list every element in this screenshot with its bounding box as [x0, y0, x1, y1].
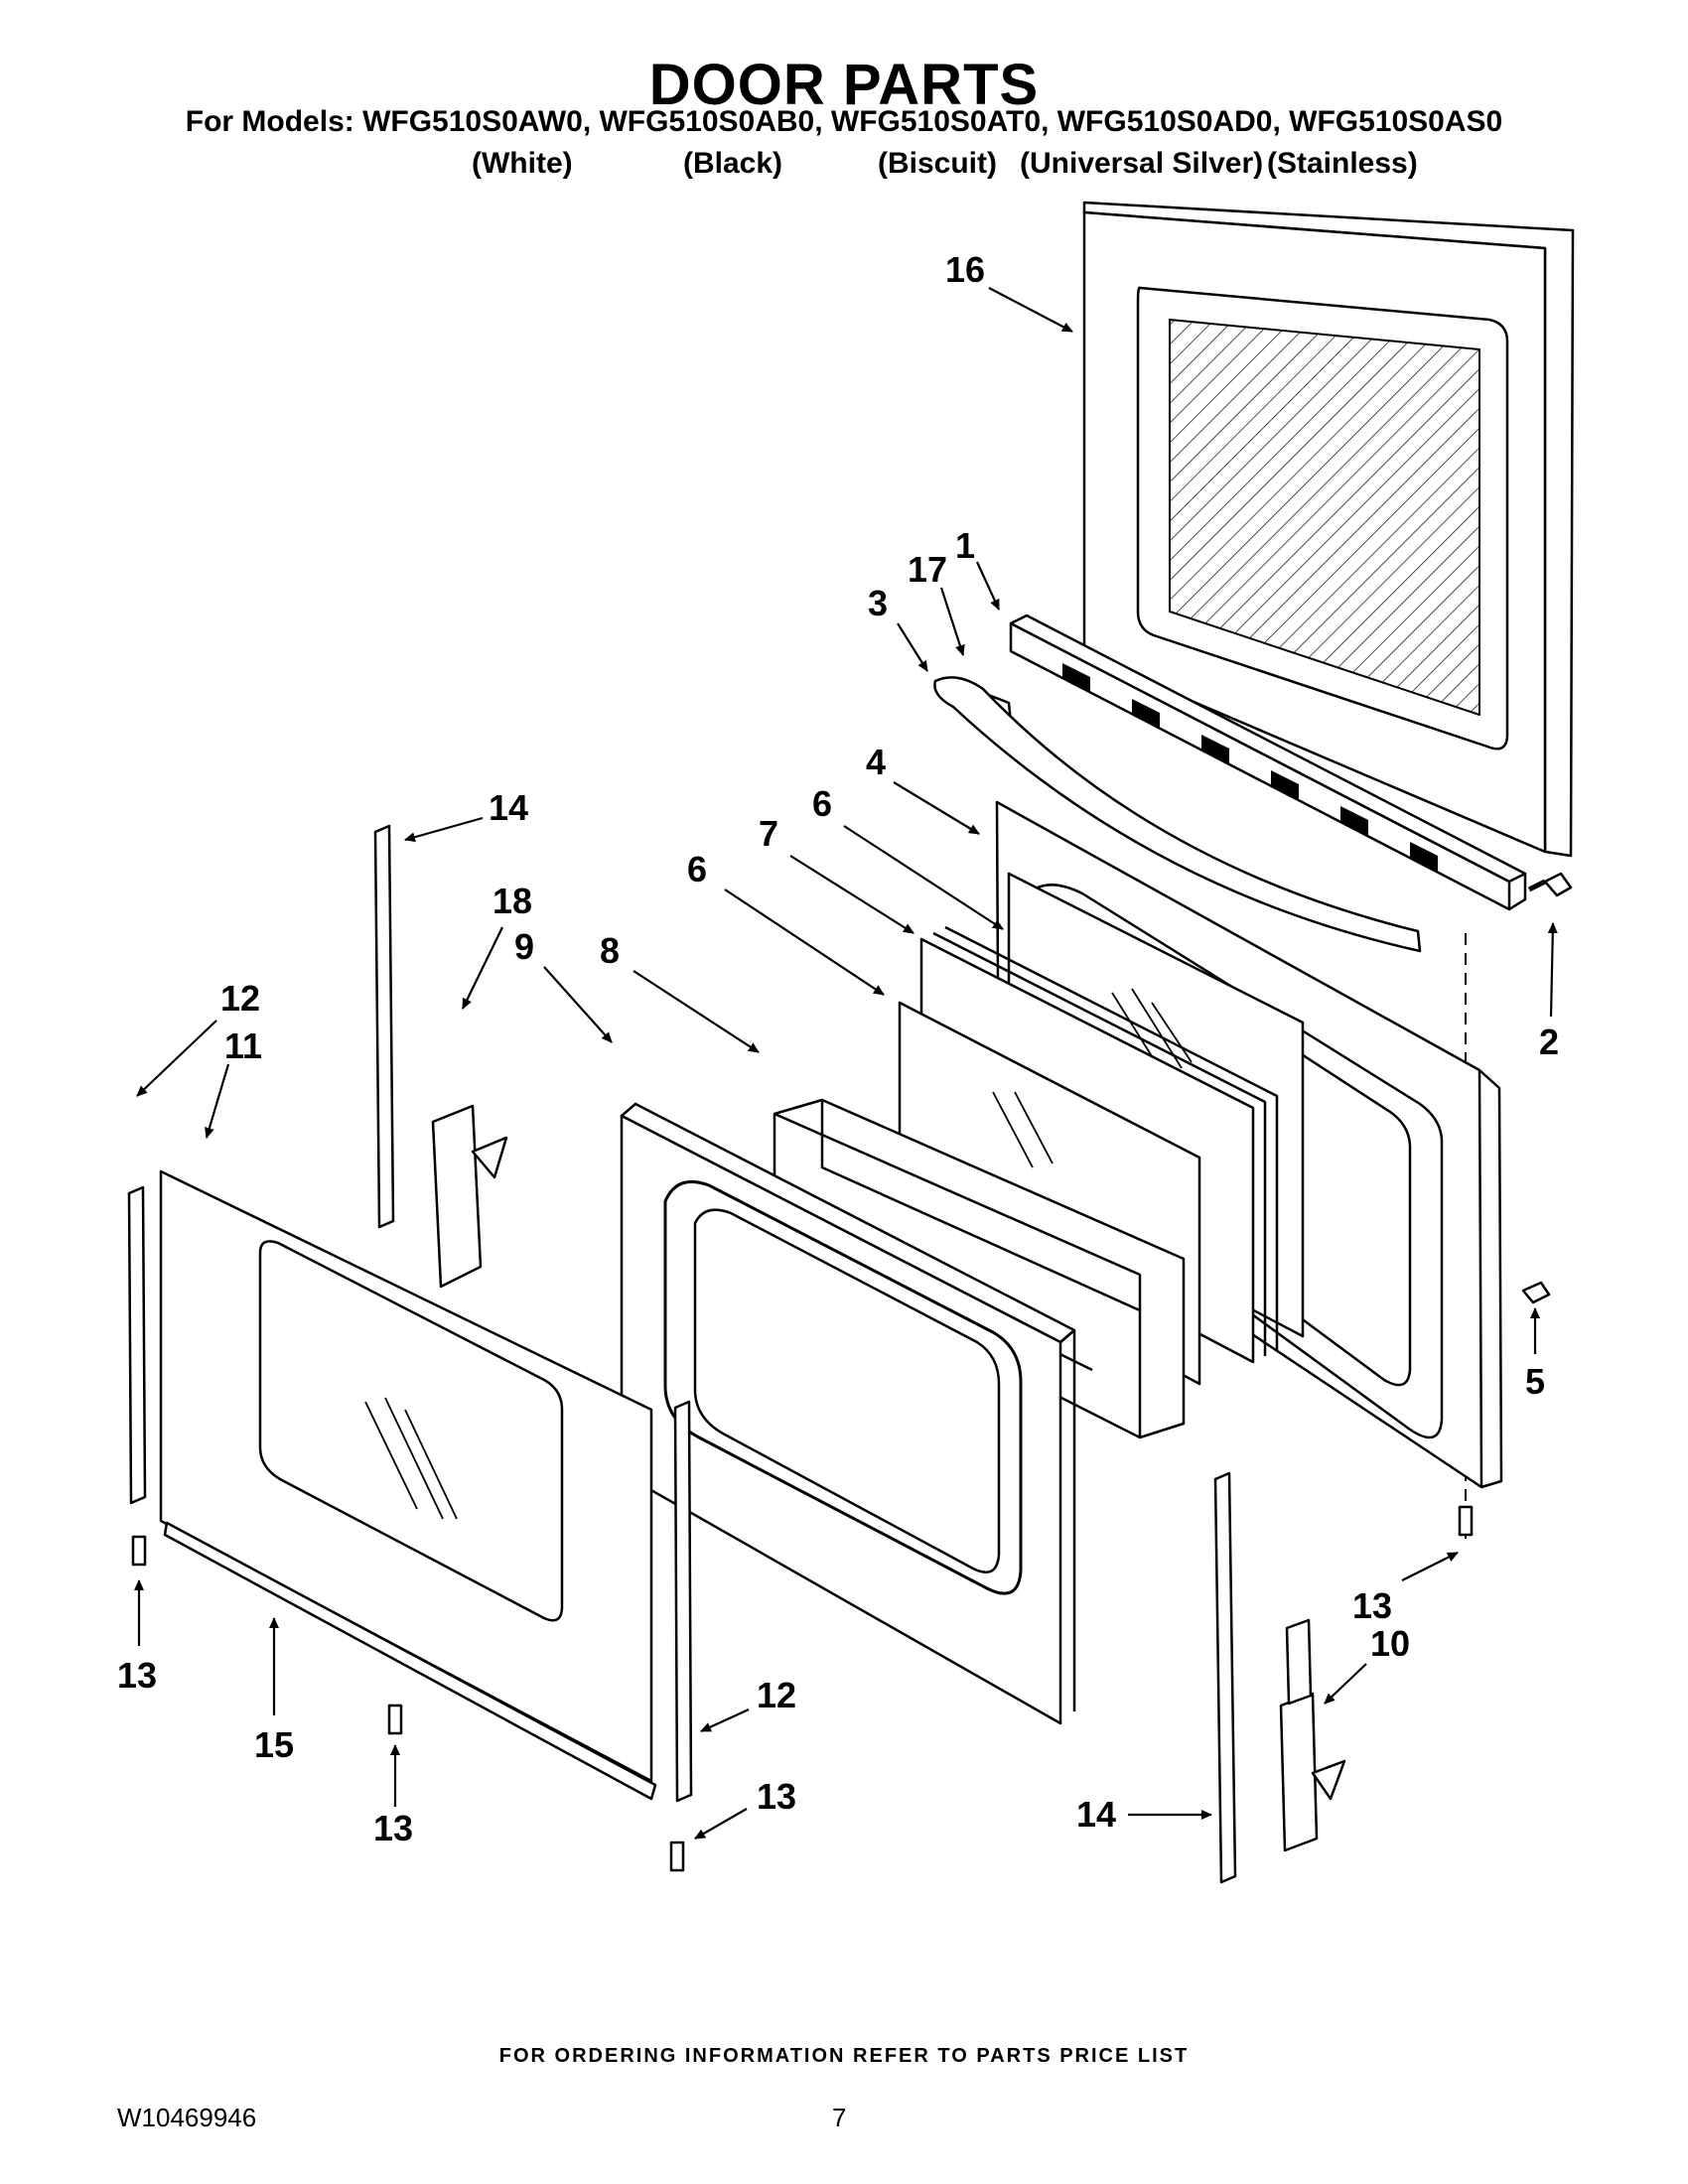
callout-1: 1: [955, 525, 975, 566]
callout-15: 15: [254, 1724, 294, 1765]
document-number: W10469946: [117, 2103, 257, 2132]
callout-2: 2: [1539, 1022, 1559, 1062]
callout-11: 11: [224, 1025, 262, 1066]
callout-6-upper: 6: [812, 783, 832, 824]
hinge-18: [431, 1104, 508, 1289]
color-stainless: (Stainless): [1267, 147, 1418, 180]
leader-lines: [134, 287, 1558, 1840]
screw-5: [1521, 1281, 1551, 1304]
page-title: DOOR PARTS: [648, 53, 1040, 117]
callout-16: 16: [945, 249, 985, 290]
side-trim-right: [673, 1400, 693, 1803]
callout-5: 5: [1525, 1361, 1545, 1402]
color-row: (White) (Black) (Biscuit) (Universal Sil…: [0, 147, 1688, 187]
callout-13-left: 13: [117, 1655, 157, 1696]
screw-2: [1527, 872, 1573, 897]
callout-3: 3: [868, 583, 888, 623]
bottom-trim: [163, 1521, 657, 1801]
color-universal-silver: (Universal Silver): [1020, 147, 1264, 180]
color-black: (Black): [683, 147, 783, 180]
models-line: For Models: WFG510S0AW0, WFG510S0AB0, WF…: [185, 105, 1503, 138]
callout-14-upper: 14: [489, 787, 528, 828]
callout-18: 18: [492, 881, 532, 921]
callout-4: 4: [866, 742, 886, 782]
hinge-bracket-left: [373, 824, 395, 1229]
callout-12-lower: 12: [757, 1675, 796, 1715]
callout-8: 8: [600, 930, 620, 971]
hinge-10: [1279, 1618, 1346, 1852]
ordering-note: FOR ORDERING INFORMATION REFER TO PARTS …: [498, 2045, 1190, 2067]
screw-13d: [1458, 1505, 1474, 1537]
callout-17: 17: [908, 549, 947, 590]
callout-9: 9: [514, 926, 534, 967]
screw-13a: [131, 1535, 147, 1567]
callout-13-bottom: 13: [373, 1808, 413, 1848]
color-biscuit: (Biscuit): [878, 147, 997, 180]
door-handle: [933, 676, 1422, 953]
screw-13c: [669, 1841, 685, 1872]
callout-7: 7: [759, 813, 778, 854]
callout-6-lower: 6: [687, 849, 707, 889]
page-number: 7: [832, 2103, 847, 2132]
outer-door-glass: [159, 1169, 653, 1783]
outer-door-panel: [1082, 201, 1575, 858]
color-white: (White): [472, 147, 573, 180]
callout-14-lower: 14: [1076, 1794, 1116, 1835]
side-trim-left: [127, 1185, 147, 1505]
hinge-bracket-right: [1213, 1471, 1237, 1884]
screw-13b: [387, 1704, 403, 1735]
callout-12-upper: 12: [220, 978, 260, 1019]
vent-trim: [1009, 614, 1527, 911]
callout-13-right: 13: [1352, 1585, 1392, 1626]
callout-13-center: 13: [757, 1776, 796, 1817]
callout-10: 10: [1370, 1623, 1410, 1664]
